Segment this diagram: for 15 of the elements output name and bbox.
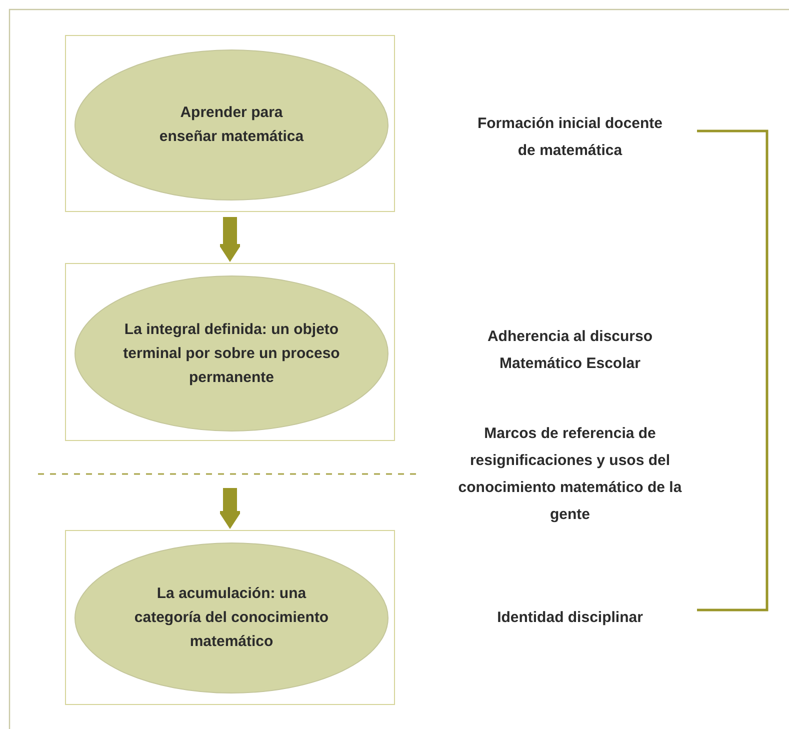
- outline-box: [65, 530, 395, 705]
- block-arrow: [218, 488, 242, 529]
- side-label: Marcos de referencia de resignificaciones y usos del conocimiento matemático de la gente: [457, 424, 683, 525]
- node-text: La acumulación: una categoría del conocimiento matemático: [133, 584, 330, 652]
- outline-box: [65, 263, 395, 441]
- outline-box: [65, 35, 395, 212]
- side-label: Adherencia al discurso Matemático Escolar: [486, 327, 654, 374]
- node-text: Aprender para enseñar matemática: [158, 103, 305, 147]
- ellipse-node: [75, 543, 388, 693]
- node-text: La integral definida: un objeto terminal por sobre un proceso permanente: [122, 320, 341, 388]
- side-label: Identidad disciplinar: [496, 608, 644, 628]
- ellipse-node: [75, 50, 388, 200]
- side-label: Formación inicial docente de matemática: [476, 114, 664, 161]
- block-arrow: [218, 217, 242, 262]
- ellipse-node: [75, 276, 388, 431]
